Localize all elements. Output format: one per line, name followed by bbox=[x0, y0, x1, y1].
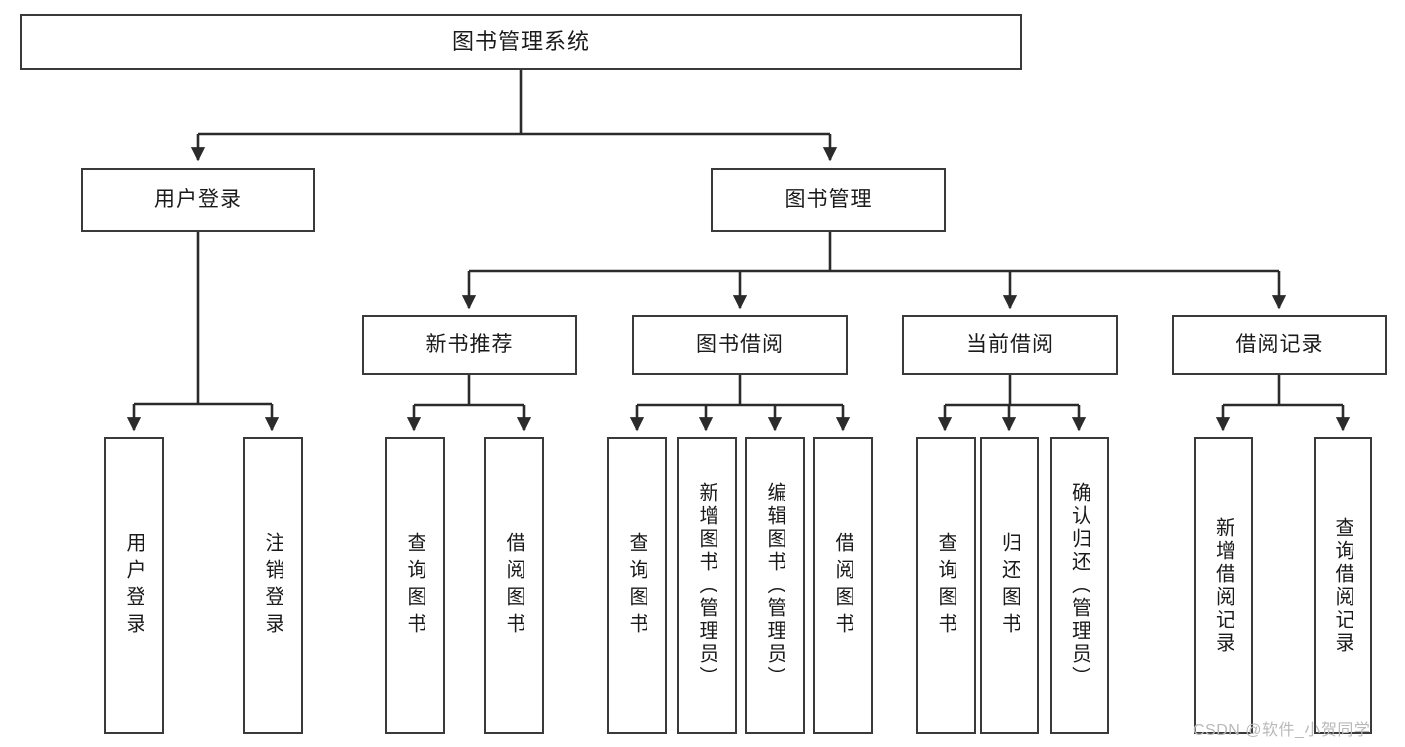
leaf-borrow-query-book[interactable]: 查询图书 bbox=[607, 437, 667, 734]
node-label: 查询图书 bbox=[936, 531, 956, 640]
node-label: 确认归还（管理员） bbox=[1069, 482, 1090, 689]
node-borrow-record[interactable]: 借阅记录 bbox=[1172, 315, 1387, 375]
node-label: 新增借阅记录 bbox=[1213, 516, 1234, 655]
node-label: 注销登录 bbox=[263, 531, 283, 640]
leaf-borrow-edit-book-admin[interactable]: 编辑图书（管理员） bbox=[745, 437, 805, 734]
leaf-recommend-borrow-book[interactable]: 借阅图书 bbox=[484, 437, 544, 734]
leaf-user-login-login[interactable]: 用户登录 bbox=[104, 437, 164, 734]
node-label: 查询图书 bbox=[405, 531, 425, 640]
node-label: 编辑图书（管理员） bbox=[765, 482, 785, 689]
node-label: 当前借阅 bbox=[966, 333, 1054, 357]
node-current-borrow[interactable]: 当前借阅 bbox=[902, 315, 1118, 375]
node-root-system[interactable]: 图书管理系统 bbox=[20, 14, 1022, 70]
node-label: 新增图书（管理员） bbox=[697, 482, 717, 689]
node-new-book-recommend[interactable]: 新书推荐 bbox=[362, 315, 577, 375]
node-label: 图书管理系统 bbox=[451, 28, 590, 54]
node-label: 用户登录 bbox=[124, 531, 144, 640]
watermark-text: CSDN @软件_小贺同学 bbox=[1193, 722, 1371, 739]
node-label: 用户登录 bbox=[154, 188, 242, 212]
node-label: 查询借阅记录 bbox=[1333, 516, 1353, 655]
leaf-recommend-query-book[interactable]: 查询图书 bbox=[385, 437, 445, 734]
leaf-record-add-record[interactable]: 新增借阅记录 bbox=[1194, 437, 1253, 734]
node-book-management[interactable]: 图书管理 bbox=[711, 168, 946, 232]
node-label: 新书推荐 bbox=[425, 333, 514, 357]
leaf-current-return-book[interactable]: 归还图书 bbox=[980, 437, 1039, 734]
leaf-borrow-add-book-admin[interactable]: 新增图书（管理员） bbox=[677, 437, 737, 734]
node-user-login[interactable]: 用户登录 bbox=[81, 168, 315, 232]
node-label: 借阅图书 bbox=[833, 531, 853, 640]
node-label: 查询图书 bbox=[627, 531, 647, 640]
leaf-current-query-book[interactable]: 查询图书 bbox=[916, 437, 976, 734]
node-label: 借阅记录 bbox=[1235, 333, 1324, 357]
node-book-borrow[interactable]: 图书借阅 bbox=[632, 315, 848, 375]
leaf-current-confirm-return-admin[interactable]: 确认归还（管理员） bbox=[1050, 437, 1109, 734]
node-label: 归还图书 bbox=[999, 531, 1020, 640]
node-label: 图书管理 bbox=[784, 188, 873, 212]
leaf-user-login-logout[interactable]: 注销登录 bbox=[243, 437, 303, 734]
leaf-record-query-record[interactable]: 查询借阅记录 bbox=[1314, 437, 1372, 734]
node-label: 借阅图书 bbox=[504, 531, 524, 640]
node-label: 图书借阅 bbox=[696, 333, 784, 357]
leaf-borrow-borrow-book[interactable]: 借阅图书 bbox=[813, 437, 873, 734]
